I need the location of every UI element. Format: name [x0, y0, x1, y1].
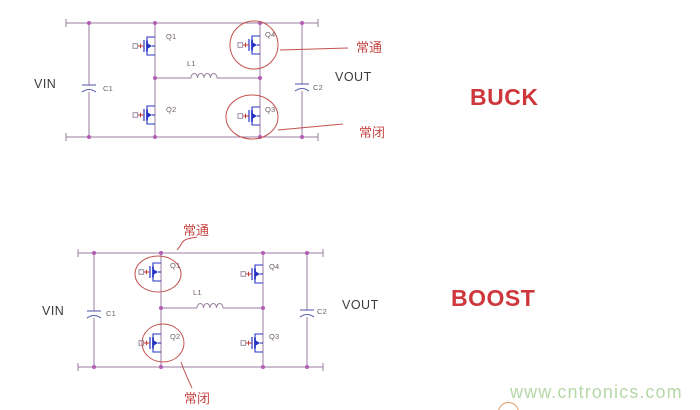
leader-curve-always-off — [180, 361, 193, 389]
buck-always-off-annotation: 常闭 — [359, 125, 386, 140]
buck-c2-label: C2 — [313, 83, 323, 92]
highlight-circle-q2 — [141, 323, 185, 363]
buck-vout-label: VOUT — [335, 70, 372, 84]
buck-q4-label: Q4 — [265, 30, 276, 39]
boost-vin-label: VIN — [42, 304, 65, 318]
leader-line-always-off — [277, 123, 344, 131]
boost-always-off-annotation: 常闭 — [184, 391, 211, 406]
capacitor-c2-icon — [294, 83, 310, 92]
boost-q2-label: Q2 — [170, 332, 181, 341]
mosfet-q1-icon — [138, 262, 162, 282]
inductor-l1-icon — [190, 73, 218, 79]
buck-q2-label: Q2 — [166, 105, 177, 114]
boost-title: BOOST — [451, 285, 536, 311]
mosfet-q3-icon — [237, 106, 261, 126]
buck-q1-label: Q1 — [166, 32, 177, 41]
mosfet-q1-icon — [132, 36, 156, 56]
boost-q1-label: Q1 — [170, 261, 181, 270]
boost-circuit — [77, 236, 324, 389]
buck-always-on-annotation: 常通 — [356, 40, 383, 55]
highlight-circle-q3 — [225, 94, 279, 140]
leader-curve-always-on — [176, 236, 198, 251]
capacitor-c1-icon — [81, 84, 97, 93]
inductor-l1-icon — [196, 303, 224, 309]
boost-c1-label: C1 — [106, 309, 116, 318]
boost-q4-label: Q4 — [269, 262, 280, 271]
boost-always-on-annotation: 常通 — [183, 223, 210, 238]
buck-title: BUCK — [470, 84, 539, 110]
buck-vin-label: VIN — [34, 77, 57, 91]
watermark-text: www.cntronics.com — [510, 382, 683, 402]
mosfet-q4-icon — [237, 35, 261, 55]
mosfet-q4-icon — [240, 264, 264, 284]
boost-q3-label: Q3 — [269, 332, 280, 341]
buck-circuit — [65, 19, 349, 141]
highlight-circle-q1 — [134, 255, 182, 293]
boost-c2-label: C2 — [317, 307, 327, 316]
leader-line-always-on — [279, 47, 349, 51]
junction-dots — [92, 251, 309, 369]
buck-q3-label: Q3 — [265, 105, 276, 114]
mosfet-q3-icon — [240, 333, 264, 353]
boost-l1-label: L1 — [193, 288, 202, 297]
buck-l1-label: L1 — [187, 59, 196, 68]
boost-vout-label: VOUT — [342, 298, 379, 312]
capacitor-c2-icon — [299, 309, 315, 318]
mosfet-q2-icon — [132, 105, 156, 125]
highlight-circle-q4 — [229, 20, 279, 70]
buck-c1-label: C1 — [103, 84, 113, 93]
capacitor-c1-icon — [86, 310, 102, 319]
